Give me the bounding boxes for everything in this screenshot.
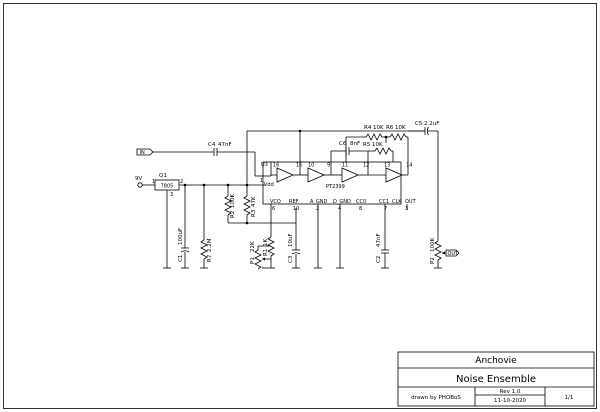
title-block-rev: Rev 1.0 [500, 389, 521, 395]
output-port: OUT [445, 249, 460, 257]
r3-ref: R3 [251, 209, 257, 217]
c6-ref: C6 [339, 141, 347, 147]
c2-value: 47nF [376, 233, 382, 247]
resistor-r6: R6 10K [386, 125, 407, 141]
ic-pin-4: 4 [338, 206, 341, 212]
regulator-part: 7805 [161, 184, 174, 190]
ic-pin-12: 12 [363, 163, 369, 169]
p2-value: 100K [430, 238, 436, 252]
regulator-q1: 7805 Q1 1 2 3 [152, 173, 183, 198]
c2-ref: C2 [376, 256, 382, 263]
ic-pin-10-bottom: 10 [293, 206, 299, 212]
ic-pin-3: 3 [405, 206, 408, 212]
resistor-r1: R1 1K [263, 236, 275, 257]
capacitor-c2: C2 47nF [376, 233, 389, 263]
p1-ref: P1 [250, 257, 256, 264]
ic-vdd-pin: 1 [260, 178, 263, 184]
r1-value: 1K [263, 239, 269, 246]
title-block-date: 11-10-2020 [494, 398, 526, 404]
capacitor-c6: C6 8nF [339, 141, 360, 155]
capacitor-c4: C4 47nF [208, 142, 232, 156]
ic-label-dgnd: D_GND [333, 199, 351, 205]
ic-label-cc1: CC1 [379, 199, 389, 205]
c1-value: 100uF [178, 228, 184, 245]
ic-pin-13: 13 [384, 163, 390, 169]
supply-9v: 9V [135, 176, 155, 188]
resistor-r4: R4 10K [364, 125, 384, 141]
supply-label: 9V [135, 176, 142, 182]
c4-value: 47nF [218, 142, 232, 148]
r5-value: 10K [372, 142, 383, 148]
ic-u3: U3 PT2399 Vdd 1 16 15 10 9 11 12 13 14 V… [260, 161, 417, 212]
ic-pin-6: 6 [272, 206, 275, 212]
c1-ref: C1 [178, 255, 184, 262]
regulator-pin-in: 1 [152, 179, 155, 185]
regulator-ref: Q1 [159, 173, 167, 179]
ic-label-cc0: CC0 [356, 199, 366, 205]
potentiometer-p1: P1 22K [250, 241, 271, 270]
ic-label-out: OUT [405, 199, 417, 205]
ic-part: PT2399 [326, 184, 345, 190]
c5-value: 2.2uF [424, 121, 439, 127]
c6-value: 8nF [350, 141, 360, 147]
output-port-label: OUT [448, 251, 460, 257]
r5-ref: R5 [363, 142, 371, 148]
r3-value: 47K [251, 196, 257, 207]
ic-pin-15: 15 [296, 163, 302, 169]
r7-value: 2.2M [207, 238, 213, 252]
ic-pin-7: 7 [384, 206, 387, 212]
r2-value: 100K [230, 194, 236, 208]
title-block: Anchovie Noise Ensemble drawn by PHOBoS … [397, 351, 595, 407]
ic-ref: U3 [261, 162, 268, 168]
p1-value: 22K [250, 241, 256, 252]
input-port: IN [136, 148, 214, 156]
title-block-project: Anchovie [475, 356, 517, 366]
r6-ref: R6 [386, 125, 394, 131]
r7-ref: R7 [207, 254, 213, 262]
r4-value: 10K [373, 125, 384, 131]
capacitor-c5: C5 2.2uF [415, 121, 439, 136]
resistor-r3: R3 47K [243, 195, 257, 217]
ic-label-agnd: A_GND [310, 199, 328, 205]
sheet-border [3, 3, 597, 409]
ic-vdd-label: Vdd [264, 182, 274, 188]
resistor-r7: R7 2.2M [200, 238, 213, 262]
c3-ref: C3 [288, 255, 294, 263]
c3-value: 10uF [288, 233, 294, 247]
regulator-pin-gnd: 3 [170, 192, 173, 198]
potentiometer-p2: P2 100K [430, 238, 446, 264]
resistor-r2: R2 100K [224, 194, 236, 218]
r1-ref: R1 [263, 249, 269, 256]
regulator-pin-out: 2 [180, 179, 183, 185]
r4-ref: R4 [364, 125, 372, 131]
p2-ref: P2 [430, 257, 436, 264]
ic-pin-14: 14 [406, 163, 412, 169]
c4-ref: C4 [208, 142, 216, 148]
title-block-drawn-by: drawn by PHOBoS [411, 395, 461, 401]
ic-pin-2: 2 [316, 206, 319, 212]
input-port-label: IN [140, 150, 145, 156]
capacitor-c1: C1 100uF [178, 228, 190, 262]
resistor-r5: R5 10K [363, 142, 392, 155]
r2-ref: R2 [230, 211, 236, 218]
ic-pin-16: 16 [273, 163, 279, 169]
r6-value: 10K [395, 125, 406, 131]
ic-pin-10-top: 10 [308, 163, 314, 169]
ic-label-clk: CLK [392, 199, 402, 205]
capacitor-c3: C3 10uF [288, 233, 301, 263]
ic-pin-9: 9 [327, 163, 330, 169]
ic-label-ref: REF [289, 199, 299, 205]
ic-pin-8: 8 [359, 206, 362, 212]
ic-label-vco: VCO [270, 199, 281, 205]
c5-ref: C5 [415, 121, 423, 127]
ic-pin-11: 11 [342, 163, 348, 169]
title-block-sheet: 1/1 [565, 395, 574, 401]
title-block-title: Noise Ensemble [456, 374, 536, 385]
